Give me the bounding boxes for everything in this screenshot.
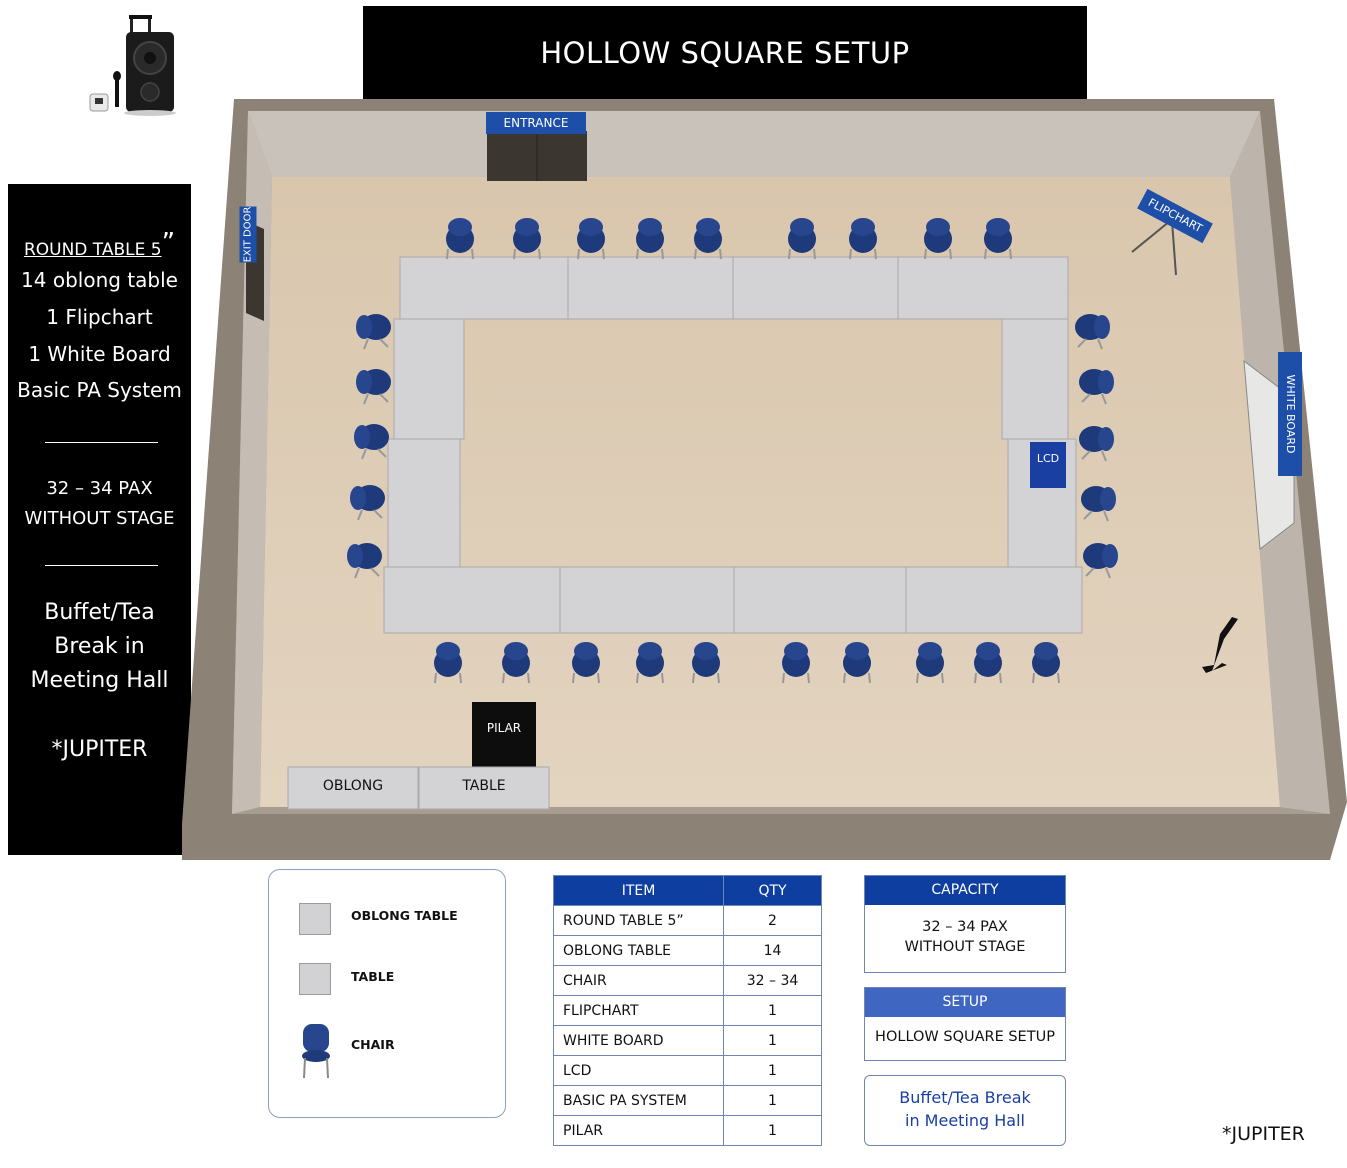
item-name: ROUND TABLE 5” [553,905,724,936]
setup-header: SETUP [865,988,1065,1017]
items-header-item: ITEM [553,875,724,906]
venue-note: *JUPITER [1222,1123,1305,1145]
sidebar-venue: *JUPITER [51,737,148,762]
pa-speaker-icon [89,15,176,116]
buffet-line-1: Buffet/Tea Break [899,1088,1031,1107]
sidebar-oblong: 14 oblong table [21,268,178,292]
item-name: LCD [553,1055,724,1086]
info-sidebar: ROUND TABLE 5” 14 oblong table 1 Flipcha… [8,184,191,855]
sidebar-round-table: ROUND TABLE 5” [8,228,191,262]
sidebar-round-table-mark: ” [161,228,176,258]
oblong-room-label: OBLONG [322,778,384,794]
buffet-line-2: in Meeting Hall [905,1111,1025,1130]
item-name: OBLONG TABLE [553,935,724,966]
sidebar-buffet-3: Meeting Hall [30,668,169,693]
oblong-table-swatch [299,903,331,935]
table-row: ROUND TABLE 5”2 [553,905,822,936]
items-header-qty: QTY [723,875,822,906]
setup-value: HOLLOW SQUARE SETUP [875,1029,1055,1045]
sidebar-divider [45,565,158,566]
lcd-label: LCD [1036,452,1060,465]
item-name: FLIPCHART [553,995,724,1026]
table-room-label: TABLE [462,778,506,794]
capacity-line-1: 32 – 34 PAX [922,919,1008,935]
item-qty: 1 [723,1115,822,1146]
entrance-label: ENTRANCE [486,112,586,134]
exit-door-label: EXIT DOOR [239,206,257,263]
capacity-line-2: WITHOUT STAGE [904,939,1026,955]
item-qty: 32 – 34 [723,965,822,996]
sidebar-flipchart: 1 Flipchart [46,305,153,329]
item-name: BASIC PA SYSTEM [553,1085,724,1116]
item-qty: 1 [723,1055,822,1086]
sidebar-pa: Basic PA System [17,378,182,402]
pilar-label: PILAR [486,721,522,735]
sidebar-buffet-1: Buffet/Tea [44,600,155,625]
whiteboard-label: WHITE BOARD [1278,352,1302,476]
sidebar-divider [45,442,158,443]
setup-box: SETUP HOLLOW SQUARE SETUP [864,987,1066,1061]
item-qty: 14 [723,935,822,966]
buffet-box: Buffet/Tea Break in Meeting Hall [864,1075,1066,1146]
legend: OBLONG TABLE TABLE CHAIR [268,869,506,1118]
item-name: PILAR [553,1115,724,1146]
item-qty: 2 [723,905,822,936]
item-qty: 1 [723,995,822,1026]
sidebar-whiteboard: 1 White Board [28,342,171,366]
capacity-box: CAPACITY 32 – 34 PAX WITHOUT STAGE [864,875,1066,973]
page-title: HOLLOW SQUARE SETUP [540,36,910,70]
item-qty: 1 [723,1085,822,1116]
title-banner: HOLLOW SQUARE SETUP [363,6,1087,99]
table-swatch [299,963,331,995]
item-name: CHAIR [553,965,724,996]
legend-chair: CHAIR [351,1037,395,1052]
sidebar-capacity-2: WITHOUT STAGE [24,508,175,529]
legend-oblong-table: OBLONG TABLE [351,908,458,923]
chair-icon [302,1024,330,1079]
item-name: WHITE BOARD [553,1025,724,1056]
sidebar-buffet-2: Break in [54,634,145,659]
sidebar-round-table-text: ROUND TABLE 5 [23,240,162,260]
sidebar-capacity-1: 32 – 34 PAX [46,478,153,499]
capacity-header: CAPACITY [865,876,1065,905]
item-qty: 1 [723,1025,822,1056]
legend-table: TABLE [351,969,395,984]
items-header-row: ITEM QTY [553,875,822,906]
